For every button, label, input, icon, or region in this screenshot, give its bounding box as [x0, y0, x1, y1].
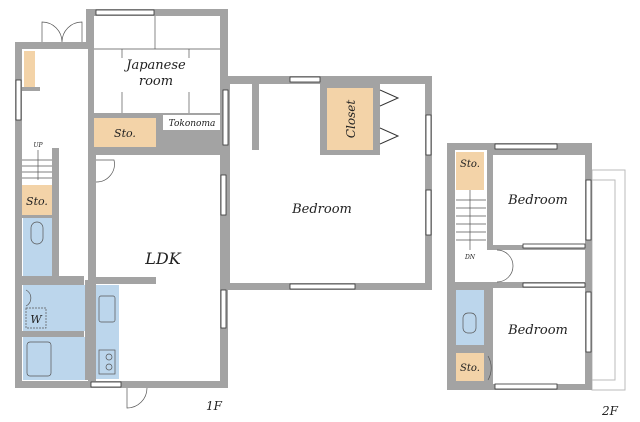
stairs-1f — [22, 150, 52, 180]
window — [522, 243, 586, 249]
wall — [41, 44, 85, 49]
stairs-lines — [456, 190, 486, 250]
japanese-room-label: Japanese — [123, 58, 186, 73]
label-bg — [120, 58, 192, 92]
stairs-down-label: DN — [464, 254, 476, 261]
kitchen-partition — [96, 277, 156, 284]
wall — [85, 280, 89, 380]
window — [15, 79, 22, 121]
closet-door-icon — [379, 89, 400, 145]
storage-japanese — [94, 118, 156, 147]
washer-label: W — [30, 313, 43, 326]
storage-stairs-label: Sto. — [26, 195, 48, 208]
stairs-up-label: UP — [33, 142, 43, 149]
balcony-rail — [591, 179, 616, 381]
door-icon — [95, 159, 115, 183]
shoe-storage — [24, 51, 35, 87]
wall — [22, 331, 84, 337]
storage-label: Sto. — [114, 127, 136, 140]
bedroom-upper-label: Bedroom — [507, 193, 568, 208]
window — [425, 114, 432, 156]
storage-2f-lower — [456, 353, 484, 381]
window — [90, 381, 122, 388]
floor-label-2f: 2F — [601, 404, 619, 418]
bathroom — [23, 337, 85, 380]
window — [289, 283, 356, 290]
bathtub-icon — [26, 341, 52, 377]
door-icon — [487, 355, 492, 381]
entrance-door-icon — [126, 387, 148, 409]
storage-stairs — [22, 185, 52, 215]
floor-label-1f: 1F — [206, 399, 223, 413]
wall — [52, 216, 59, 278]
sink-icon — [25, 289, 32, 307]
bedroom-lower — [493, 288, 585, 384]
balcony — [591, 169, 626, 391]
wall — [22, 276, 84, 285]
front-door-icon — [41, 21, 83, 43]
window — [220, 174, 227, 216]
window — [522, 282, 586, 288]
window — [494, 383, 558, 390]
storage-2f-label: Sto. — [460, 159, 480, 170]
japanese-room-label-2: room — [139, 74, 173, 89]
tokonoma-label: Tokonoma — [169, 119, 216, 129]
window — [222, 89, 229, 146]
stove-icon — [98, 349, 116, 375]
kitchen-sink-icon — [98, 295, 116, 323]
bedroom-upper — [493, 155, 585, 245]
burner-icon — [105, 363, 113, 371]
wall — [252, 84, 259, 150]
kitchen-counter — [96, 285, 119, 379]
window — [95, 9, 155, 16]
storage-2f-stairs — [456, 152, 484, 190]
wall — [52, 148, 59, 216]
window — [289, 76, 321, 83]
bedroom-label: Bedroom — [291, 202, 352, 217]
window — [585, 291, 592, 353]
toilet-icon — [462, 312, 477, 334]
closet — [327, 88, 373, 150]
window — [585, 179, 592, 241]
storage-2f-lower-label: Sto. — [460, 363, 480, 374]
wall — [22, 215, 59, 218]
bedroom-lower-label: Bedroom — [507, 323, 568, 338]
window — [425, 189, 432, 236]
window — [220, 289, 227, 329]
ldk-label: LDK — [144, 249, 181, 268]
burner-icon — [105, 353, 113, 361]
wall — [22, 87, 40, 91]
toilet-1f — [23, 218, 52, 276]
washer-icon — [25, 307, 47, 329]
hall-2f — [455, 250, 585, 282]
closet-label: Closet — [344, 100, 358, 139]
window — [494, 143, 558, 150]
floor-2f: Sto. DN Sto. Bedroom Bedroom 2F — [447, 143, 626, 418]
door-icon — [496, 249, 514, 283]
tokonoma — [163, 115, 220, 130]
toilet-icon — [30, 221, 44, 245]
floor-1f: Japanese room Sto. Tokonoma UP Sto. W — [15, 9, 432, 413]
toilet-2f — [456, 290, 484, 345]
